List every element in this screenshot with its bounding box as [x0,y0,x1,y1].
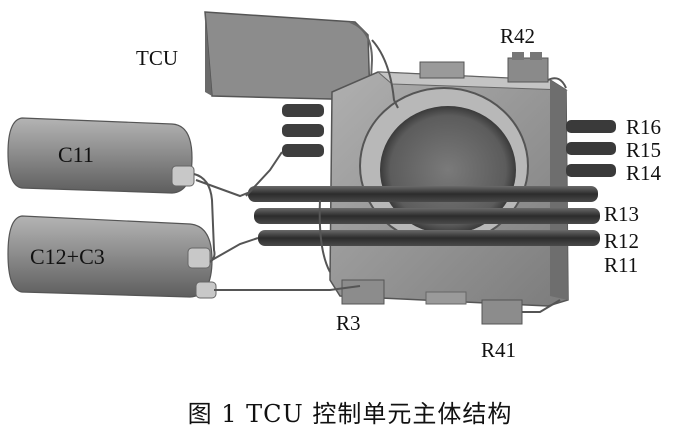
rods [248,186,600,246]
tcu-unit [204,11,374,101]
label-r16: R16 [626,115,662,139]
label-r42: R42 [500,24,536,48]
label-r13: R13 [604,202,640,226]
figure-caption: 图 1 TCU 控制单元主体结构 [187,400,513,428]
label-r14: R14 [626,161,662,185]
label-r15: R15 [626,138,662,162]
label-r11: R11 [604,253,639,277]
label-r41: R41 [481,338,517,362]
label-c11: C11 [58,142,94,167]
label-r12: R12 [604,229,640,253]
bottom-valves [341,279,523,325]
main-housing [329,52,569,307]
label-r3: R3 [336,311,361,335]
left-connectors [282,104,324,157]
tank-c11 [7,117,195,194]
right-connectors [566,120,616,177]
wiring [193,39,567,313]
tank-c12-c3 [7,215,217,299]
label-tcu: TCU [136,46,178,70]
label-c12-c3: C12+C3 [30,244,105,269]
